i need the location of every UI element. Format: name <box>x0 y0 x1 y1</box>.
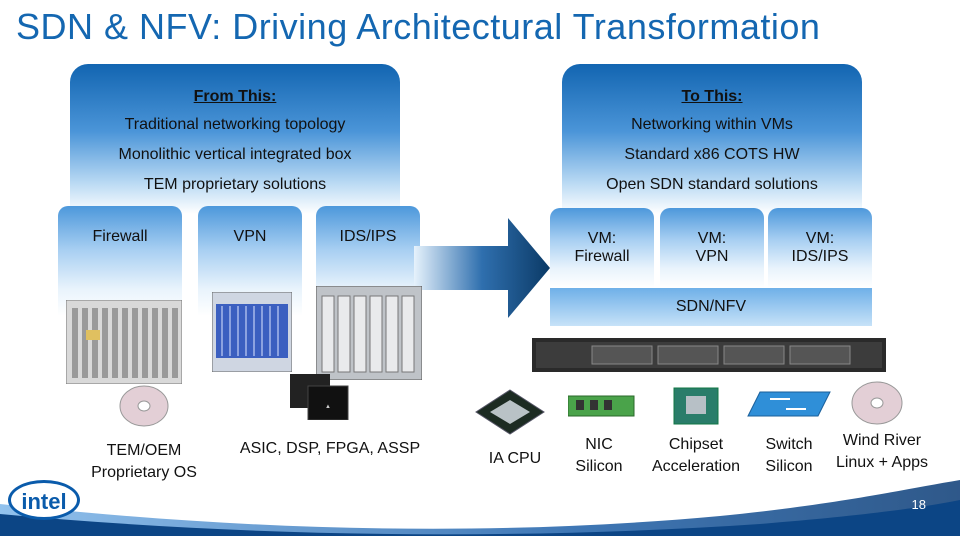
label-nic-line1: NIC <box>585 436 613 453</box>
label-switch: Switch Silicon <box>756 434 822 478</box>
label-chipset-line2: Acceleration <box>651 458 741 475</box>
from-box-firewall-label: Firewall <box>92 228 148 245</box>
to-heading: To This: <box>681 88 743 105</box>
label-nic-line2: Silicon <box>575 458 623 475</box>
chipset-icon <box>673 387 719 425</box>
label-windriver-line2: Linux + Apps <box>835 454 929 471</box>
from-box-vpn-label: VPN <box>233 228 267 245</box>
to-box-vm-firewall: VM: Firewall <box>550 208 654 288</box>
label-switch-line2: Silicon <box>765 458 813 475</box>
label-windriver-line1: Wind River <box>842 432 922 449</box>
from-heading: From This: <box>193 88 277 105</box>
from-box-firewall: Firewall <box>58 206 182 316</box>
disc-icon <box>851 381 903 425</box>
label-windriver: Wind River Linux + Apps <box>826 430 938 474</box>
cpu-chip-icon <box>475 389 545 435</box>
to-line-2: Standard x86 COTS HW <box>624 146 800 163</box>
label-chipset-line1: Chipset <box>668 436 724 453</box>
from-line-2: Monolithic vertical integrated box <box>118 146 352 163</box>
sdn-nfv-bar: SDN/NFV <box>550 288 872 326</box>
from-line-3: TEM proprietary solutions <box>143 176 327 193</box>
ids-chassis-icon <box>316 286 422 380</box>
to-box-vm-vpn-line1: VM: <box>697 230 727 247</box>
label-asic: ASIC, DSP, FPGA, ASSP <box>239 440 421 457</box>
label-tem-os: TEM/OEM Proprietary OS <box>76 440 212 484</box>
slide-title: SDN & NFV: Driving Architectural Transfo… <box>16 6 821 47</box>
decorative-wave-icon <box>0 480 960 536</box>
to-line-1: Networking within VMs <box>631 116 793 133</box>
legacy-chassis-icon <box>66 300 182 384</box>
page-number: 18 <box>911 497 926 512</box>
label-ia-cpu: IA CPU <box>488 450 542 467</box>
label-tem-os-line2: Proprietary OS <box>91 464 197 481</box>
intel-logo: intel <box>8 480 80 520</box>
to-box-vm-ids: VM: IDS/IPS <box>768 208 872 288</box>
to-box-vm-ids-line1: VM: <box>805 230 835 247</box>
to-box-vm-firewall-line1: VM: <box>587 230 617 247</box>
transform-arrow-icon <box>414 218 550 318</box>
to-box-vm-vpn: VM: VPN <box>660 208 764 288</box>
to-panel: To This: Networking within VMs Standard … <box>562 64 862 214</box>
svg-text:▲: ▲ <box>325 404 331 410</box>
server-rack-icon <box>532 338 886 372</box>
from-box-ids-label: IDS/IPS <box>339 228 397 245</box>
to-box-vm-vpn-line2: VPN <box>695 248 729 265</box>
from-panel: From This: Traditional networking topolo… <box>70 64 400 214</box>
to-box-vm-ids-line2: IDS/IPS <box>791 248 849 265</box>
nic-card-icon <box>568 395 635 417</box>
label-switch-line1: Switch <box>765 436 813 453</box>
disc-icon <box>119 385 169 427</box>
label-chipset: Chipset Acceleration <box>640 434 752 478</box>
label-nic: NIC Silicon <box>566 434 632 478</box>
vpn-appliance-icon <box>212 292 292 372</box>
from-line-1: Traditional networking topology <box>124 116 346 133</box>
chip-icon: ▲ <box>290 374 349 420</box>
label-tem-os-line1: TEM/OEM <box>106 442 182 459</box>
to-line-3: Open SDN standard solutions <box>606 176 818 193</box>
switch-icon <box>747 391 831 417</box>
to-box-vm-firewall-line2: Firewall <box>574 248 630 265</box>
